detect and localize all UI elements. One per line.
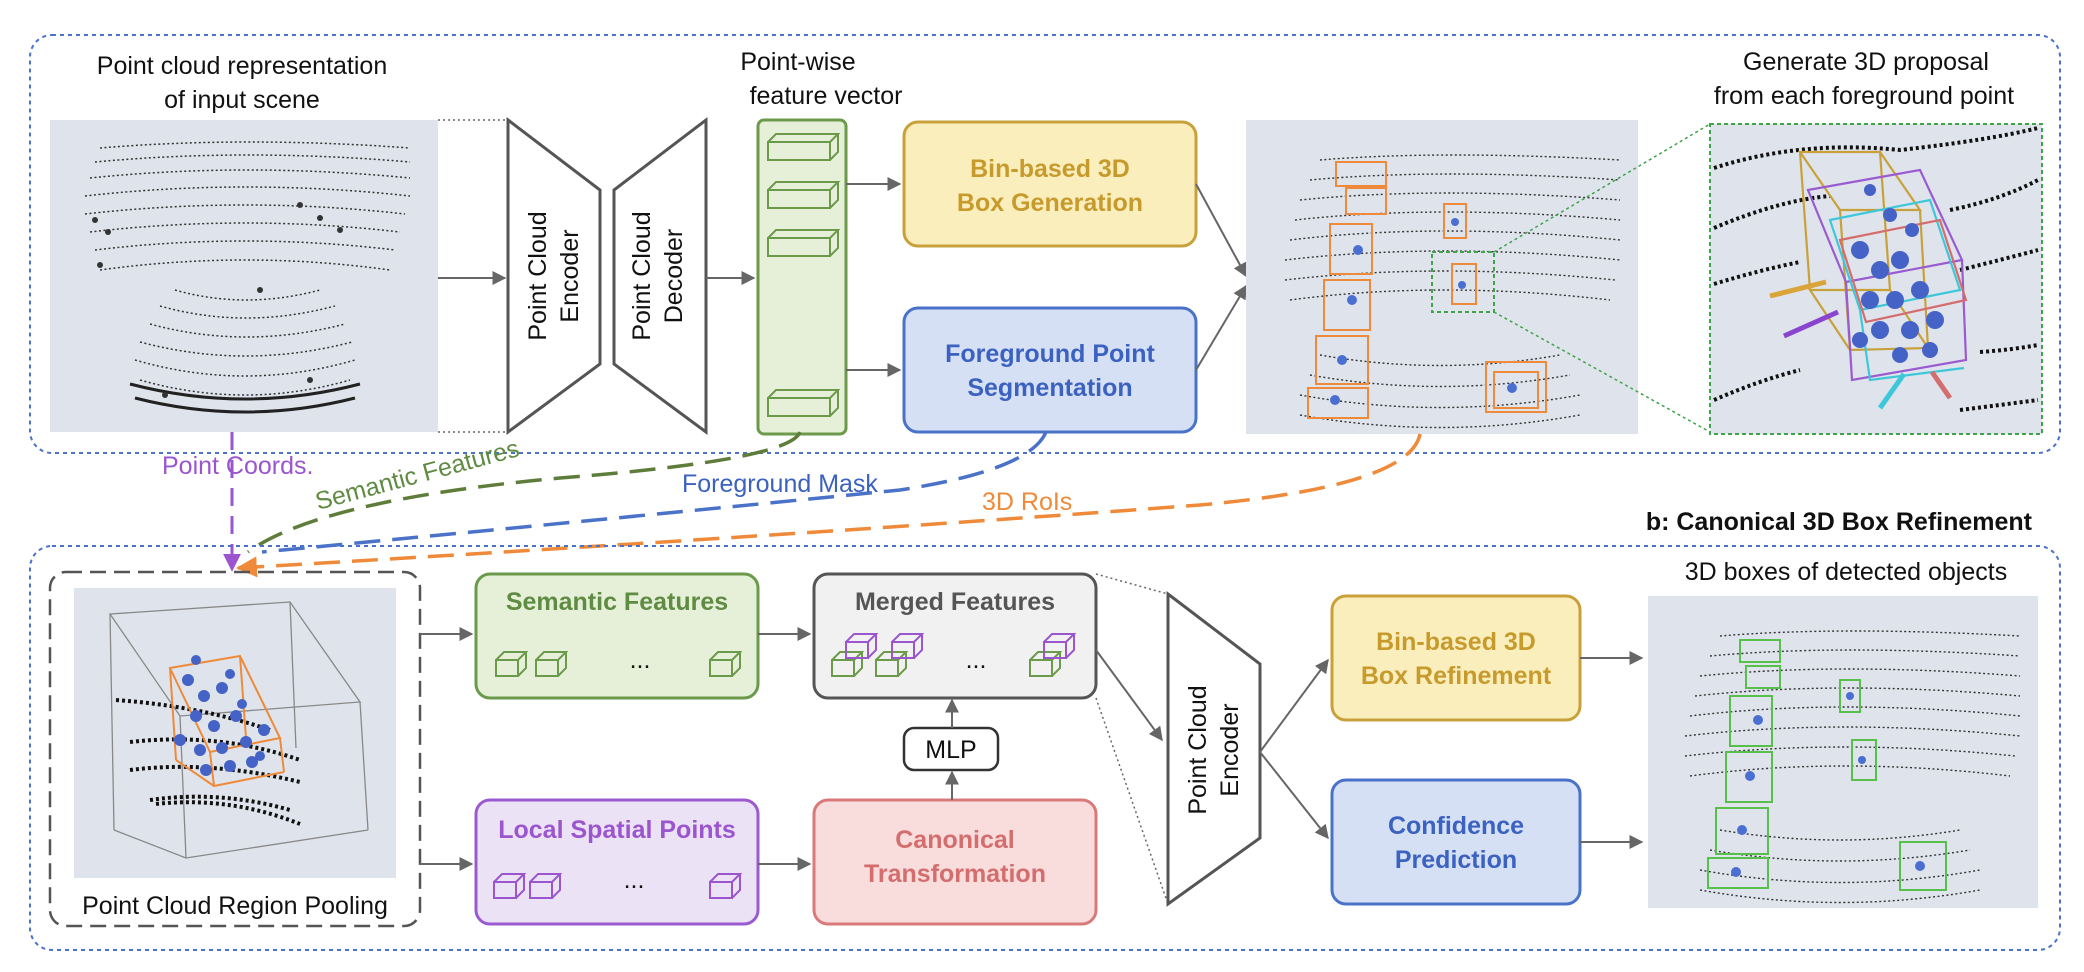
foreground-seg-line2: Segmentation	[967, 374, 1132, 402]
foreground-seg-line1: Foreground Point	[945, 340, 1155, 368]
proposal-caption-line2: from each foreground point	[1714, 82, 2014, 110]
input-caption-line2: of input scene	[164, 86, 320, 114]
canonical-transformation-block	[812, 798, 1098, 926]
encoder-a-label-line2: Encoder	[556, 229, 584, 322]
decoder-label-line2: Decoder	[660, 229, 688, 324]
stage-b-title: b: Canonical 3D Box Refinement	[1646, 508, 2033, 536]
merged-features-block	[812, 572, 1098, 700]
semantic-features-block	[474, 572, 760, 700]
encoder-a-label-line1: Point Cloud	[524, 211, 552, 340]
mlp-label: MLP	[925, 736, 976, 764]
decoder-label-line1: Point Cloud	[628, 211, 656, 340]
proposal-caption-line1: Generate 3D proposal	[1743, 48, 1989, 76]
region-pooling-label: Point Cloud Region Pooling	[82, 892, 388, 920]
region-pooling-frame	[48, 570, 422, 928]
encoder-b-line1: Point Cloud	[1184, 685, 1212, 814]
confidence-line1: Confidence	[1388, 812, 1524, 840]
canonical-line2: Transformation	[864, 860, 1046, 888]
rois-connector	[235, 433, 1422, 578]
confidence-prediction-block	[1330, 778, 1582, 906]
rois-connector-label: 3D RoIs	[982, 488, 1072, 516]
foreground-mask-connector	[261, 431, 1048, 554]
semantic-ellipsis: ...	[630, 646, 651, 674]
input-scene-image	[50, 120, 438, 432]
encoder-b-line2: Encoder	[1216, 703, 1244, 796]
canonical-line1: Canonical	[895, 826, 1014, 854]
input-caption-line1: Point cloud representation	[97, 52, 387, 80]
region-pooling-image	[74, 588, 396, 878]
refinement-line2: Box Refinement	[1361, 662, 1552, 690]
point-cloud-encoder-a	[506, 116, 602, 435]
local-spatial-points-block	[474, 798, 760, 926]
proposal-scene-image	[1246, 120, 1638, 434]
confidence-line2: Prediction	[1395, 846, 1517, 874]
box-generation-line1: Bin-based 3D	[970, 155, 1130, 183]
detected-objects-image	[1648, 596, 2038, 908]
box-generation-line2: Box Generation	[957, 189, 1143, 217]
merged-features-label: Merged Features	[855, 588, 1055, 616]
semantic-features-connector-label: Semantic Features	[312, 434, 522, 515]
point-cloud-decoder	[612, 116, 708, 435]
pointwise-feature-column	[756, 118, 848, 436]
box-refinement-block	[1330, 594, 1582, 722]
zoomed-proposal-image	[1709, 123, 2043, 435]
foreground-mask-connector-label: Foreground Mask	[682, 470, 878, 498]
semantic-features-block-label: Semantic Features	[506, 588, 728, 616]
output-caption: 3D boxes of detected objects	[1685, 558, 2007, 586]
refinement-line1: Bin-based 3D	[1376, 628, 1536, 656]
semantic-features-connector	[246, 431, 802, 554]
point-cloud-encoder-b	[1166, 590, 1262, 907]
stage-a-frame	[29, 34, 2061, 454]
stage-b-frame	[29, 545, 2061, 951]
box-generation-block	[902, 120, 1198, 248]
spatial-ellipsis: ...	[624, 866, 645, 894]
foreground-segmentation-block	[902, 306, 1198, 434]
feature-caption-line2: feature vector	[750, 82, 903, 110]
point-coords-label: Point Coords.	[162, 452, 313, 480]
local-spatial-points-label: Local Spatial Points	[498, 816, 736, 844]
merged-ellipsis: ...	[966, 646, 987, 674]
feature-caption-line1: Point-wise	[740, 48, 855, 76]
